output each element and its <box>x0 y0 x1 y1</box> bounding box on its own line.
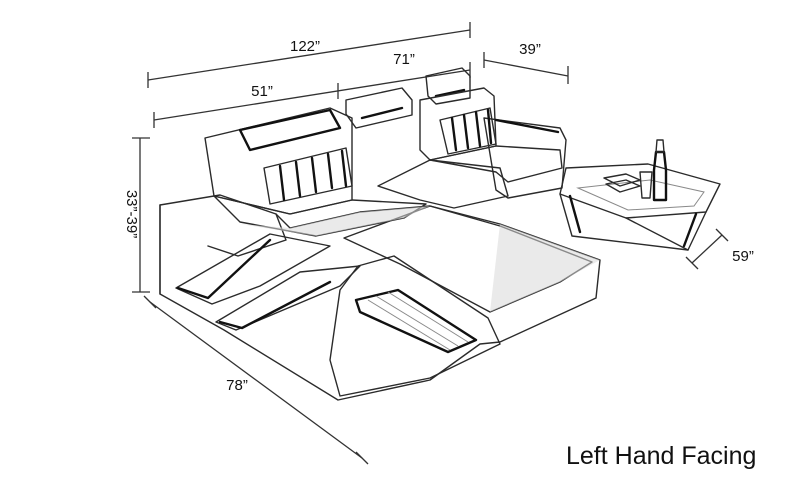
dimension-label-51: 51” <box>251 83 273 100</box>
dimension-label-78: 78” <box>226 377 248 394</box>
dimension-line-78 <box>143 295 369 465</box>
pillow-left <box>263 147 353 205</box>
coffee-table-sketch <box>559 139 721 251</box>
dimension-line-59 <box>685 228 729 270</box>
dimension-line-122 <box>147 22 471 88</box>
dimension-label-122: 122” <box>290 38 320 55</box>
dimension-label-59: 59” <box>732 248 754 265</box>
dimension-line-39 <box>483 52 569 84</box>
dimension-label-height: 33”-39” <box>123 190 140 238</box>
dimension-label-39: 39” <box>519 41 541 58</box>
dimension-label-71: 71” <box>393 51 415 68</box>
sofa-sketch <box>159 67 601 401</box>
dimension-line-51-71 <box>153 62 471 128</box>
pillow-right <box>439 107 497 155</box>
dimension-line-height <box>132 137 150 293</box>
orientation-caption: Left Hand Facing <box>566 442 757 470</box>
